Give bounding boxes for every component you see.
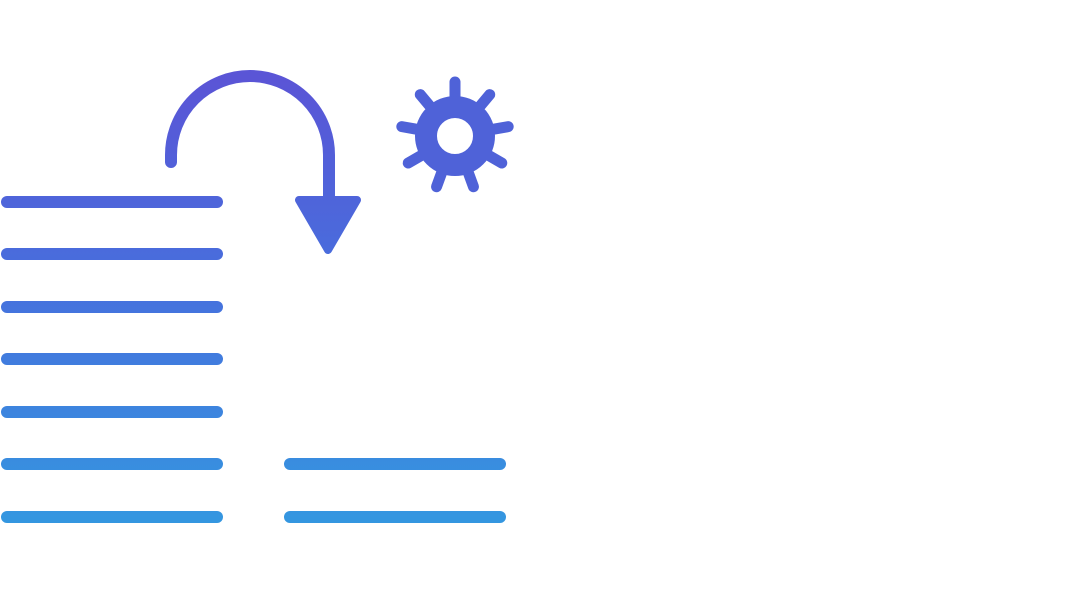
arrow-curve <box>165 70 335 206</box>
left-list <box>1 196 223 523</box>
arrow-head <box>295 196 361 254</box>
arrow-curved-down-icon <box>165 70 361 254</box>
right-list <box>284 458 506 523</box>
gear-icon <box>396 76 514 193</box>
